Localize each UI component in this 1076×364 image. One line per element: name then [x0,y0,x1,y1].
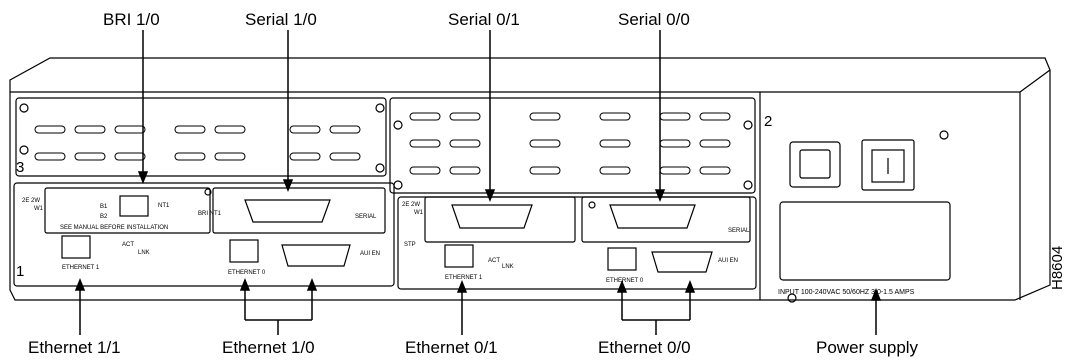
label-ethernet-0-slot1: ETHERNET 0 [228,270,266,276]
callout-ethernet-0-0: Ethernet 0/0 [598,338,691,358]
label-b2: B2 [100,214,108,220]
callout-serial-1-0: Serial 1/0 [245,10,317,30]
label-w1-slot1: W1 [34,206,44,212]
aui-connector-1-0 [282,245,350,266]
aui-connector-0-0 [652,252,712,272]
callout-ethernet-1-1: Ethernet 1/1 [28,338,121,358]
label-lnk-slot1: LNK [138,250,150,256]
rj45-port-bri [120,196,148,216]
label-ethernet-0-slot0: ETHERNET 0 [606,278,644,284]
figure-id: H8604 [1049,246,1066,290]
label-act-slot0: ACT [488,258,500,264]
slot-number-1: 1 [16,263,24,280]
callout-bri-1-0: BRI 1/0 [103,10,160,30]
serial-connector-0-0 [610,205,695,228]
label-ethernet-1-slot0: ETHERNET 1 [445,275,483,281]
rj45-port-ethernet-1-0 [230,240,258,262]
slot-number-2: 2 [764,113,772,130]
callout-ethernet-1-0: Ethernet 1/0 [222,338,315,358]
label-aui-en-slot1: AUI EN [360,251,380,257]
slot-number-3: 3 [16,159,24,176]
callout-ethernet-0-1: Ethernet 0/1 [405,338,498,358]
label-input-rating: INPUT 100-240VAC 50/60HZ 3.0-1.5 AMPS [778,289,915,296]
label-2e-2w-slot0: 2E 2W [402,202,420,208]
label-lnk-slot0: LNK [502,264,514,270]
power-inlet [790,142,840,187]
label-ethernet-1-slot1: ETHERNET 1 [62,265,100,271]
label-act-slot1: ACT [122,242,134,248]
label-serial-0-0: SERIAL [728,228,750,234]
callout-serial-0-0: Serial 0/0 [618,10,690,30]
power-supply-vents [780,202,950,280]
rj45-port-ethernet-0-1 [445,245,473,267]
power-switch [862,140,914,190]
router-chassis [10,58,1050,300]
label-2e-2w-slot1: 2E 2W [22,198,40,204]
label-see-manual: SEE MANUAL BEFORE INSTALLATION [60,225,168,231]
label-nt1: NT1 [158,203,170,209]
serial-connector-1-0 [245,200,330,222]
rj45-port-ethernet-0-0 [608,248,636,270]
slot-3-blank-panel [16,98,386,176]
label-b1: B1 [100,204,108,210]
label-w1-slot0: W1 [414,210,424,216]
label-stp: STP [404,242,416,248]
label-aui-en-slot0: AUI EN [718,258,738,264]
label-bri-nt1: BRI NT1 [198,211,222,217]
label-serial-1-0: SERIAL [355,214,377,220]
callout-power-supply: Power supply [816,338,918,358]
callout-serial-0-1: Serial 0/1 [448,10,520,30]
serial-connector-0-1 [452,205,532,228]
rj45-port-ethernet-1-1 [62,236,90,258]
